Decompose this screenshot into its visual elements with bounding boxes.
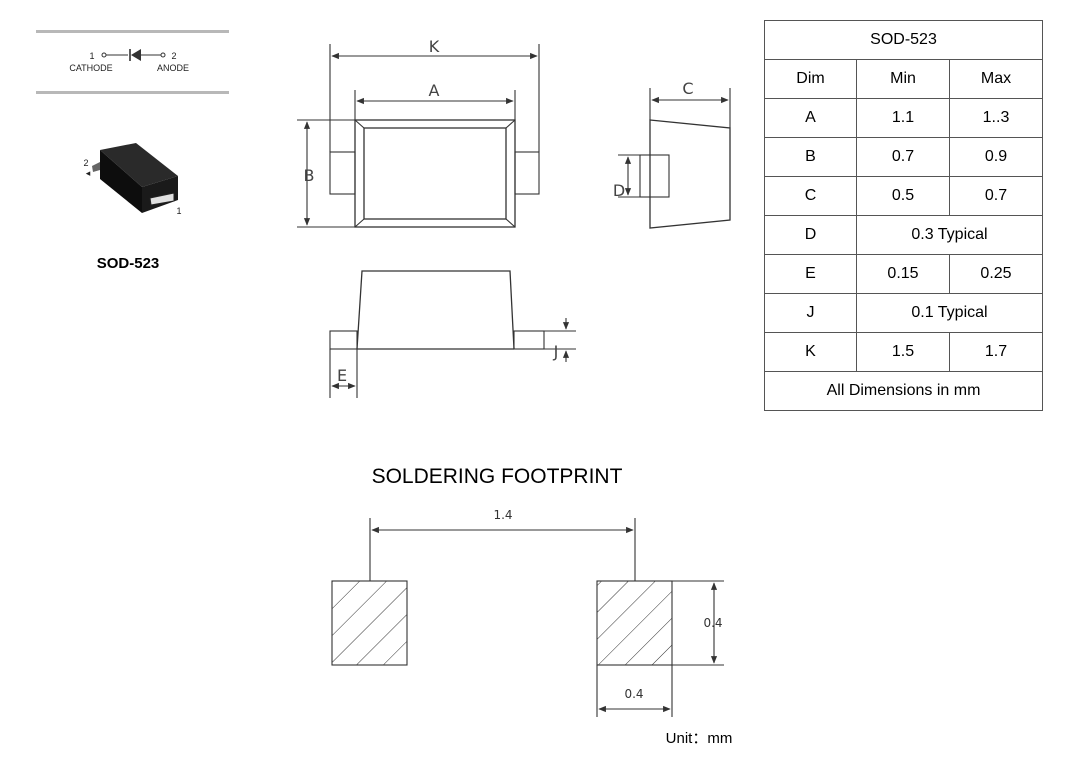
table-row: J 0.1 Typical	[764, 293, 1043, 333]
side-view-body	[649, 119, 731, 229]
diode-symbol: 1 CATHODE 2 ANODE	[36, 30, 229, 94]
row-min: 0.7	[856, 137, 950, 177]
header-min: Min	[856, 59, 950, 99]
row-max: 0.9	[949, 137, 1043, 177]
table-row: B 0.7 0.9	[764, 137, 1043, 177]
side-view-lead	[639, 154, 670, 198]
table-row: D 0.3 Typical	[764, 215, 1043, 255]
side-view	[618, 88, 731, 229]
table-title: SOD-523	[764, 20, 1043, 60]
label-e: E	[337, 366, 347, 385]
label-a: A	[429, 81, 440, 100]
footprint-title: SOLDERING FOOTPRINT	[372, 465, 623, 488]
label-pad-height: 0.4	[703, 616, 722, 630]
row-min: 0.5	[856, 176, 950, 216]
row-max: 0.25	[949, 254, 1043, 294]
row-dim: C	[764, 176, 857, 216]
row-max: 1..3	[949, 98, 1043, 138]
row-dim: E	[764, 254, 857, 294]
row-typical: 0.3 Typical	[856, 215, 1043, 255]
label-pad-width: 0.4	[624, 687, 643, 701]
package-left-face	[100, 150, 142, 213]
footprint-drawing	[331, 518, 724, 717]
unit-label: Unit：mm	[666, 730, 733, 747]
symbol-top-rule	[36, 30, 229, 33]
row-max: 1.7	[949, 332, 1043, 372]
table-row: K 1.5 1.7	[764, 332, 1043, 372]
row-dim: K	[764, 332, 857, 372]
front-view-lead-left	[329, 330, 358, 350]
top-view-body	[354, 119, 516, 228]
row-min: 1.5	[856, 332, 950, 372]
row-typical: 0.1 Typical	[856, 293, 1043, 333]
top-view	[297, 44, 540, 228]
row-min: 1.1	[856, 98, 950, 138]
pin1-number: 1	[89, 51, 94, 61]
table-row: C 0.5 0.7	[764, 176, 1043, 216]
cathode-label: CATHODE	[69, 63, 112, 73]
front-view	[329, 270, 576, 398]
table-header-row: Dim Min Max	[764, 59, 1043, 99]
package-lead-2	[92, 162, 100, 172]
package-top-face	[100, 143, 178, 187]
label-j: J	[553, 342, 559, 361]
package-photo: 2 ◂ 1 SOD-523	[83, 143, 182, 272]
header-dim: Dim	[764, 59, 857, 99]
label-c: C	[682, 79, 693, 98]
package-lead-1	[149, 192, 175, 206]
front-view-body	[356, 270, 515, 350]
anode-label: ANODE	[157, 63, 189, 73]
photo-pin-2: 2	[83, 158, 88, 168]
top-view-lead-right	[514, 151, 540, 195]
row-max: 0.7	[949, 176, 1043, 216]
top-view-lead-left	[329, 151, 356, 195]
photo-pin-1: 1	[176, 206, 181, 216]
pin-arrow-icon: ◂	[86, 168, 91, 178]
row-dim: A	[764, 98, 857, 138]
row-dim: J	[764, 293, 857, 333]
pin2-number: 2	[171, 51, 176, 61]
row-min: 0.15	[856, 254, 950, 294]
symbol-bottom-rule	[36, 91, 229, 94]
top-view-body-inner	[363, 127, 507, 220]
table-row: A 1.1 1..3	[764, 98, 1043, 138]
footprint-pad-right	[596, 580, 673, 666]
cathode-terminal	[101, 52, 107, 58]
row-dim: B	[764, 137, 857, 177]
label-b: B	[304, 166, 315, 185]
dimension-table: SOD-523 Dim Min Max A 1.1 1..3 B 0.7 0.9…	[764, 20, 1043, 411]
header-max: Max	[949, 59, 1043, 99]
row-dim: D	[764, 215, 857, 255]
front-view-lead-right	[513, 330, 545, 350]
label-k: K	[429, 37, 440, 56]
anode-terminal	[160, 52, 166, 58]
table-footer: All Dimensions in mm	[764, 371, 1043, 411]
footprint-pad-left	[331, 580, 408, 666]
table-row: E 0.15 0.25	[764, 254, 1043, 294]
package-caption: SOD-523	[97, 255, 160, 272]
label-d: D	[613, 181, 625, 200]
label-pitch: 1.4	[493, 508, 512, 522]
diode-triangle-icon	[131, 49, 141, 61]
